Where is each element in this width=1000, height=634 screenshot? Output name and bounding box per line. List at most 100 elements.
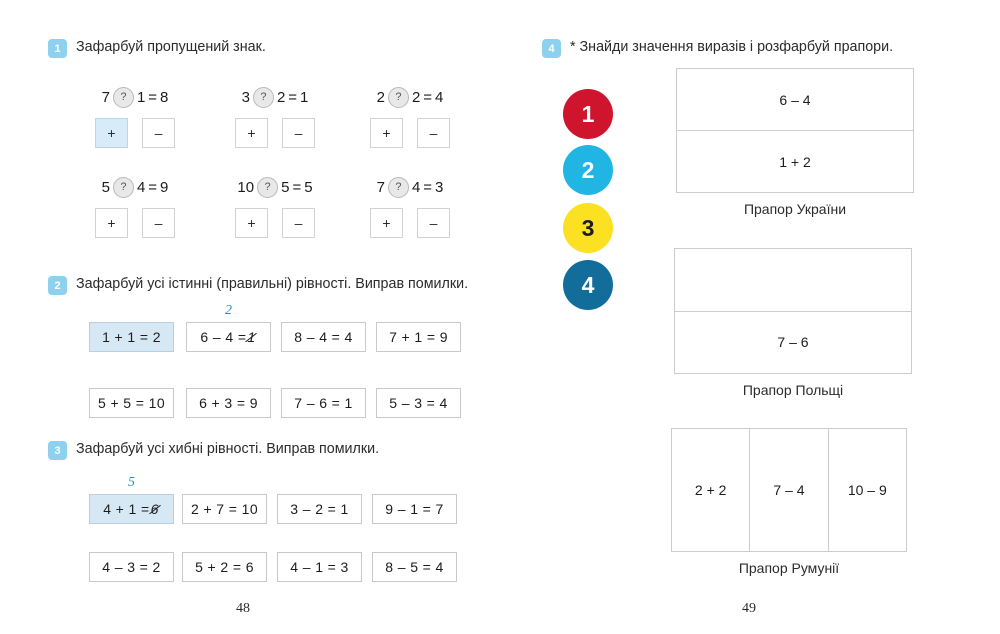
task-1-problem-6: 7 ? 4 = 3 + – [335,176,485,238]
equality-box[interactable]: 3 – 2 = 1 [277,494,362,524]
plus-sign-button[interactable]: + [95,118,128,148]
correction-note: 5 [128,475,135,490]
minus-sign-button[interactable]: – [417,118,450,148]
flag-romania: 2 + 2 7 – 4 10 – 9 Прапор Румунії [671,428,907,576]
minus-sign-button[interactable]: – [142,208,175,238]
flag-grid: 6 – 4 1 + 2 [676,68,914,193]
sign-choice-group: + – [200,118,350,148]
result-value: 1 [300,88,309,106]
task-1-badge: 1 [48,39,67,58]
operand-left: 2 [376,88,385,106]
equality-item: 5 + 2 = 6 [182,552,267,582]
minus-sign-button[interactable]: – [417,208,450,238]
flag-cell[interactable]: 6 – 4 [779,91,811,108]
result-value: 5 [304,178,313,196]
equation-display: 7 ? 4 = 3 [335,176,485,198]
equality-item: 5 – 3 = 4 [376,388,461,418]
equality-box[interactable]: 2 + 7 = 10 [182,494,267,524]
plus-sign-button[interactable]: + [235,208,268,238]
page-number-right: 49 [742,601,756,616]
operand-right: 2 [276,88,286,106]
equality-item: 8 – 5 = 4 [372,552,457,582]
equals-sign: = [292,178,302,196]
plus-sign-button[interactable]: + [370,118,403,148]
left-page: 1 Зафарбуй пропущений знак. 7 ? 1 = 8 + … [0,0,500,634]
equation-display: 5 ? 4 = 9 [60,176,210,198]
equality-item: 7 + 1 = 9 [376,322,461,352]
operand-left: 7 [101,88,110,106]
flag-grid: 2 + 2 7 – 4 10 – 9 [671,428,907,552]
question-mark-icon: ? [387,176,409,198]
right-page: 4 * Знайди значення виразів і розфарбуй … [500,0,1000,634]
task-3-heading: 3 Зафарбуй усі хибні рівності. Виправ по… [48,440,379,460]
operand-right: 5 [281,178,290,196]
equation-display: 7 ? 1 = 8 [60,86,210,108]
task-3-row-1: 5 4 + 1 = 6 2 + 7 = 10 3 – 2 = 1 9 – 1 =… [0,475,500,540]
equality-box[interactable]: 4 – 3 = 2 [89,552,174,582]
minus-sign-button[interactable]: – [282,118,315,148]
equality-box[interactable]: 5 – 3 = 4 [376,388,461,418]
legend-circle-1[interactable]: 1 [563,89,613,139]
equality-box[interactable]: 7 + 1 = 9 [376,322,461,352]
task-3-row-2: 4 – 3 = 2 5 + 2 = 6 4 – 1 = 3 8 – 5 = 4 [0,552,500,598]
equality-box[interactable]: 7 – 6 = 1 [281,388,366,418]
equals-sign: = [288,88,298,106]
minus-sign-button[interactable]: – [282,208,315,238]
equality-box[interactable]: 4 + 1 = 6 [89,494,174,524]
flag-cell[interactable]: 7 – 4 [749,429,827,551]
sign-choice-group: + – [200,208,350,238]
plus-sign-button[interactable]: + [95,208,128,238]
equality-item: 6 + 3 = 9 [186,388,271,418]
equality-box[interactable]: 6 + 3 = 9 [186,388,271,418]
equality-box[interactable]: 5 + 2 = 6 [182,552,267,582]
equality-item: 7 – 6 = 1 [281,388,366,418]
question-mark-icon: ? [387,86,409,108]
operand-left: 10 [237,178,255,196]
flag-cell[interactable]: 7 – 6 [675,310,911,374]
equality-box[interactable]: 9 – 1 = 7 [372,494,457,524]
equality-box[interactable]: 8 – 4 = 4 [281,322,366,352]
plus-sign-button[interactable]: + [235,118,268,148]
flag-cell[interactable]: 2 + 2 [694,482,727,498]
struck-digit: 6 [150,501,159,517]
flag-poland: 7 – 6 Прапор Польщі [674,248,912,398]
legend-circle-3[interactable]: 3 [563,203,613,253]
flag-caption: Прапор України [743,201,847,217]
equality-item: 4 – 3 = 2 [89,552,174,582]
equality-box[interactable]: 6 – 4 = 1 [186,322,271,352]
minus-sign-button[interactable]: – [142,118,175,148]
task-1-problem-4: 5 ? 4 = 9 + – [60,176,210,238]
flag-caption: Прапор Польщі [742,382,844,398]
equality-box[interactable]: 4 – 1 = 3 [277,552,362,582]
equality-item: 5 4 + 1 = 6 [89,475,174,524]
equality-item: 5 + 5 = 10 [89,388,174,418]
equation-display: 2 ? 2 = 4 [335,86,485,108]
operand-right: 4 [136,178,146,196]
result-value: 9 [160,178,169,196]
flag-caption: Прапор Румунії [738,560,840,576]
equality-box[interactable]: 5 + 5 = 10 [89,388,174,418]
equality-box[interactable]: 1 + 1 = 2 [89,322,174,352]
flag-cell[interactable] [675,249,911,311]
result-value: 8 [160,88,169,106]
operand-right: 2 [411,88,421,106]
legend-circle-2[interactable]: 2 [563,145,613,195]
equality-item: 2 6 – 4 = 1 [186,303,271,352]
sign-choice-group: + – [335,118,485,148]
equality-item: 8 – 4 = 4 [281,322,366,352]
task-4-badge: 4 [542,39,561,58]
operand-left: 7 [376,178,385,196]
equality-text: 6 – 4 = [200,329,247,345]
equals-sign: = [148,178,158,196]
task-2-instruction: Зафарбуй усі істинні (правильні) рівност… [76,276,469,292]
flag-cell[interactable]: 10 – 9 [827,429,906,551]
flag-cell[interactable]: 1 + 2 [677,130,913,192]
legend-circle-4[interactable]: 4 [563,260,613,310]
struck-digit: 1 [247,329,256,345]
task-3-instruction: Зафарбуй усі хибні рівності. Виправ поми… [76,441,380,457]
equality-item: 3 – 2 = 1 [277,494,362,524]
plus-sign-button[interactable]: + [370,208,403,238]
equality-box[interactable]: 8 – 5 = 4 [372,552,457,582]
equation-display: 3 ? 2 = 1 [200,86,350,108]
operand-left: 3 [241,88,250,106]
